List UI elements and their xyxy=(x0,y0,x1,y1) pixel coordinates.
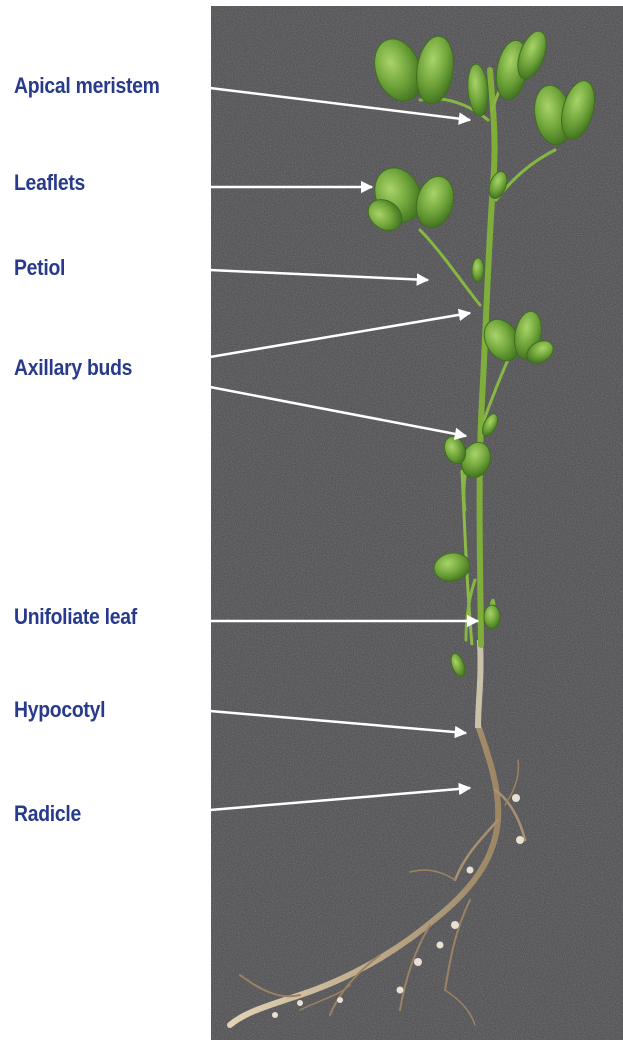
label-apical-meristem: Apical meristem xyxy=(14,73,160,99)
label-hypocotyl: Hypocotyl xyxy=(14,697,105,723)
hypocotyl-stem xyxy=(478,640,481,728)
label-unifoliate-leaf: Unifoliate leaf xyxy=(14,604,137,630)
label-radicle: Radicle xyxy=(14,801,81,827)
label-leaflets: Leaflets xyxy=(14,170,85,196)
label-petiol: Petiol xyxy=(14,255,65,281)
label-axillary-buds: Axillary buds xyxy=(14,355,132,381)
